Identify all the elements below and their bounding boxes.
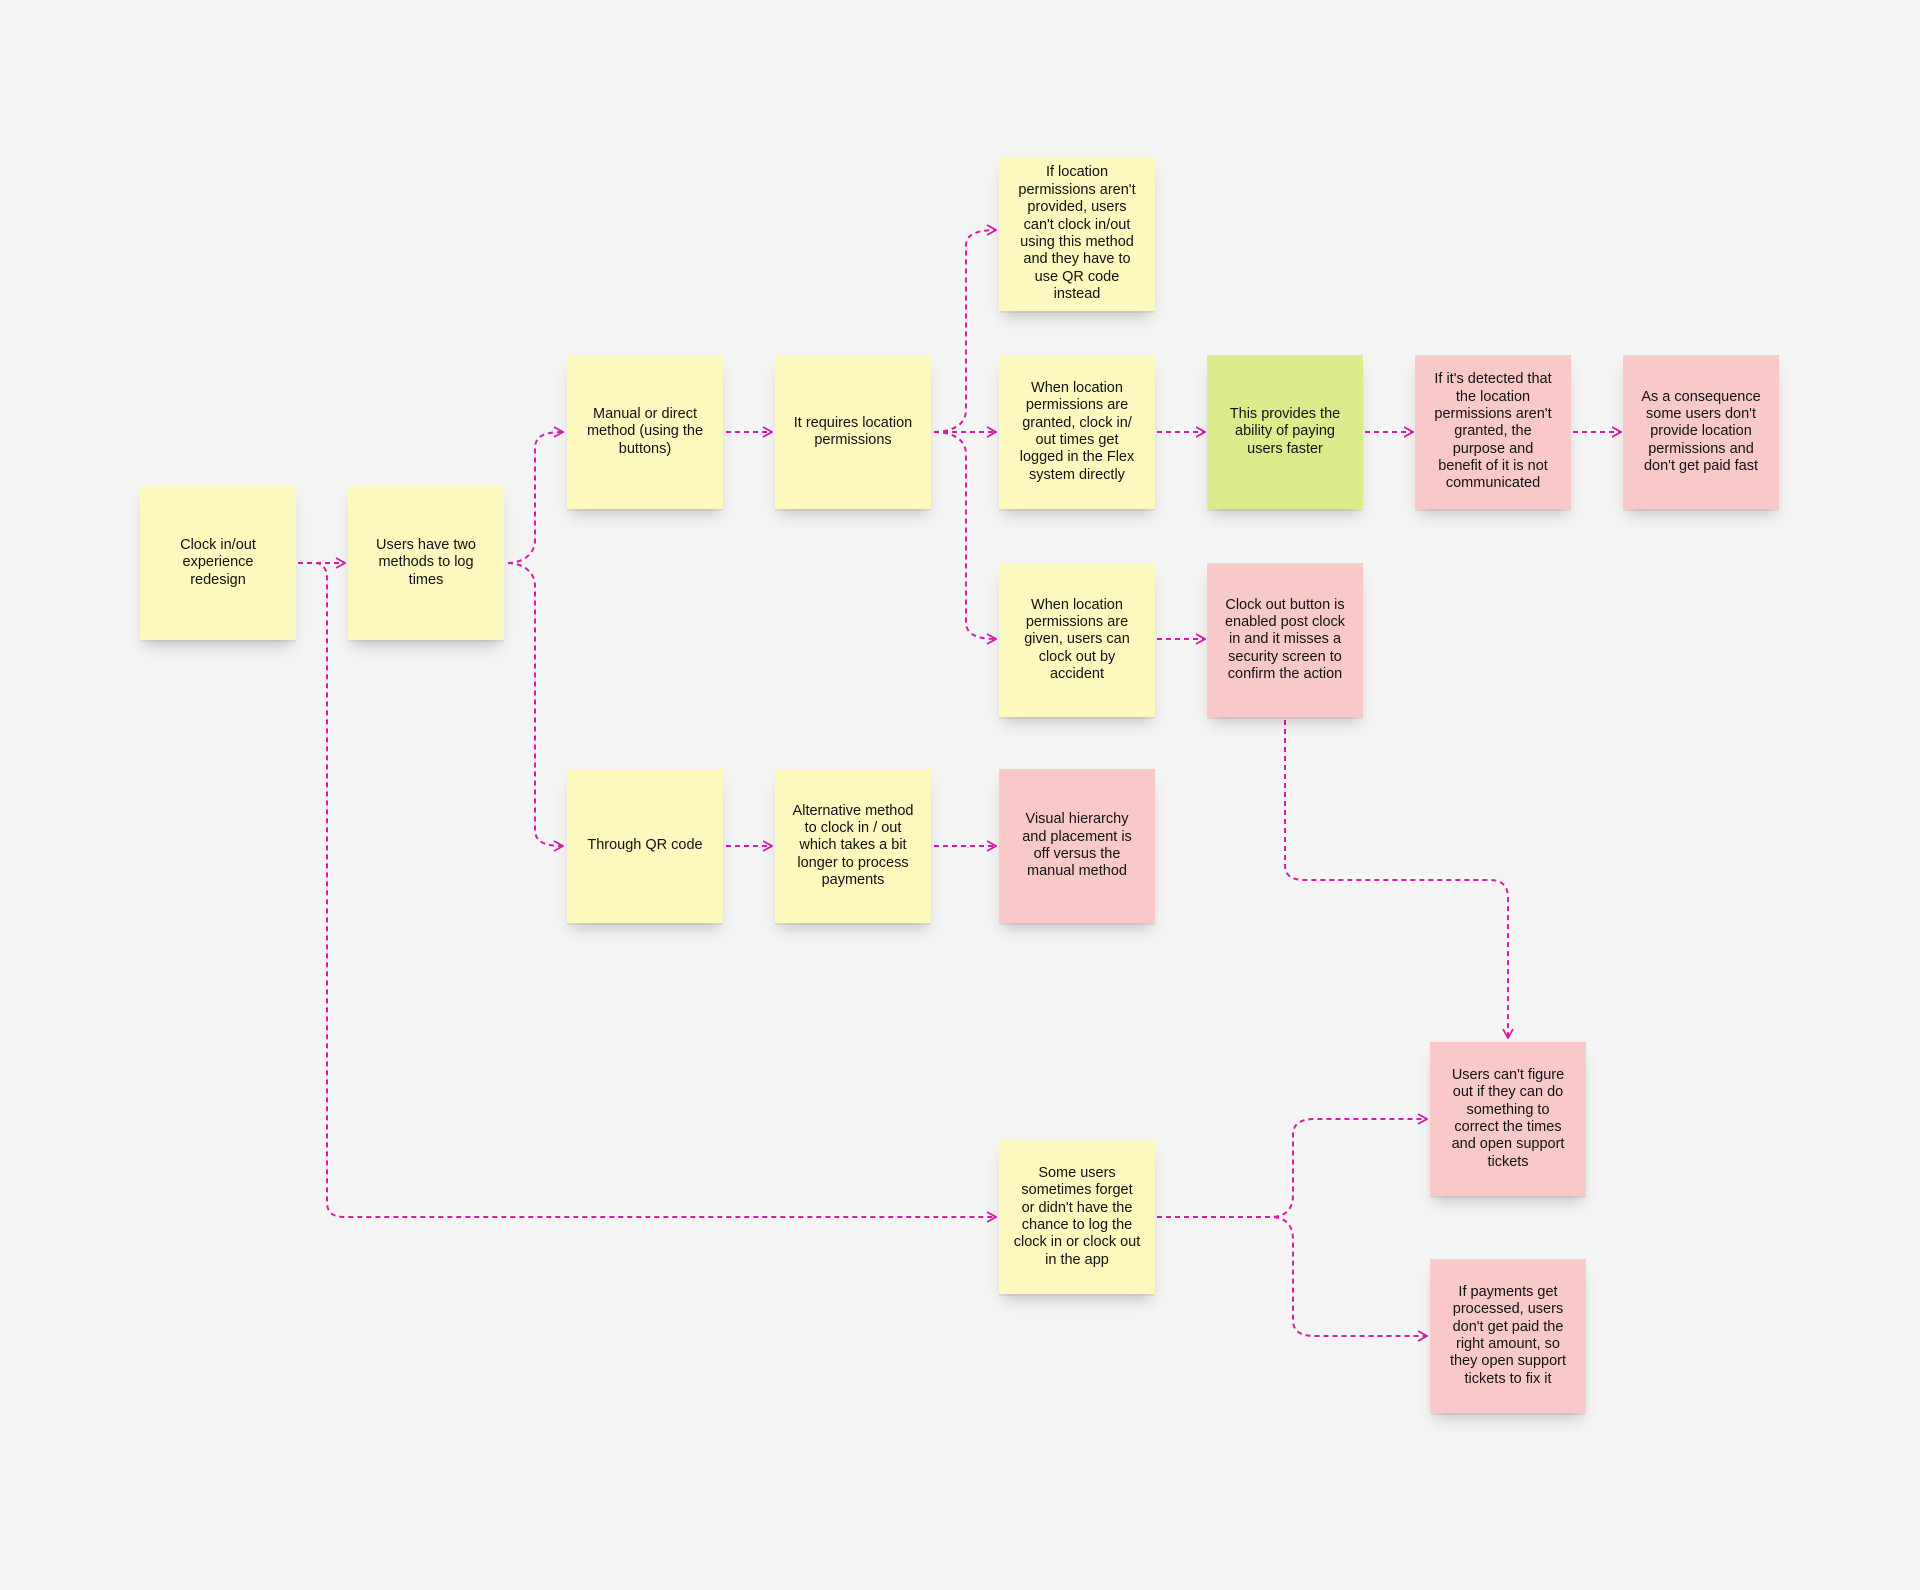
connector-requires-to-accident (933, 431, 996, 639)
note-text: As a consequence some users don't provid… (1641, 388, 1761, 475)
note-text: Manual or direct method (using the butto… (586, 405, 704, 457)
note-text: Users can't figure out if they can do so… (1451, 1066, 1565, 1170)
note-missing-security-screen[interactable]: Clock out button is enabled post clock i… (1207, 563, 1363, 717)
note-qr-alternative[interactable]: Alternative method to clock in / out whi… (775, 769, 931, 923)
note-text: Some users sometimes forget or didn't ha… (1013, 1164, 1141, 1268)
note-text: Clock out button is enabled post clock i… (1224, 596, 1346, 683)
note-text: If payments get processed, users don't g… (1449, 1283, 1567, 1387)
note-visual-hierarchy[interactable]: Visual hierarchy and placement is off ve… (999, 769, 1155, 923)
note-cant-correct-times[interactable]: Users can't figure out if they can do so… (1430, 1042, 1586, 1196)
note-text: Alternative method to clock in / out whi… (792, 802, 914, 889)
note-text: It requires location permissions (793, 414, 913, 448)
connector-two-methods-to-qr (507, 562, 563, 846)
note-granted-logged[interactable]: When location permissions are granted, c… (999, 355, 1155, 509)
note-requires-location[interactable]: It requires location permissions (775, 355, 931, 509)
note-text: When location permissions are granted, c… (1019, 379, 1135, 483)
connector-redesign-to-forget (298, 562, 996, 1217)
note-text: If location permissions aren't provided,… (1018, 164, 1136, 303)
note-text: Through QR code (587, 837, 703, 854)
note-clock-out-accident[interactable]: When location permissions are given, use… (999, 563, 1155, 717)
note-wrong-amount[interactable]: If payments get processed, users don't g… (1430, 1259, 1586, 1413)
note-text: When location permissions are given, use… (1024, 596, 1130, 683)
note-text: If it's detected that the location permi… (1434, 371, 1552, 492)
note-manual-method[interactable]: Manual or direct method (using the butto… (567, 355, 723, 509)
connector-forget-to-cant-correct (1157, 1119, 1427, 1218)
note-purpose-not-communicated[interactable]: If it's detected that the location permi… (1415, 355, 1571, 509)
note-two-methods[interactable]: Users have two methods to log times (348, 486, 504, 640)
note-paying-faster[interactable]: This provides the ability of paying user… (1207, 355, 1363, 509)
note-no-location-qr[interactable]: If location permissions aren't provided,… (999, 157, 1155, 311)
note-consequence-not-paid[interactable]: As a consequence some users don't provid… (1623, 355, 1779, 509)
note-text: Visual hierarchy and placement is off ve… (1022, 811, 1132, 880)
note-text: This provides the ability of paying user… (1229, 405, 1341, 457)
connector-security-to-cant-correct (1284, 720, 1508, 1038)
connector-two-methods-to-manual (507, 432, 563, 564)
connector-requires-to-no-location (933, 230, 996, 433)
note-clock-redesign[interactable]: Clock in/out experience redesign (140, 486, 296, 640)
note-qr-code[interactable]: Through QR code (567, 769, 723, 923)
connector-forget-to-wrong-amount (1157, 1216, 1427, 1336)
note-text: Clock in/out experience redesign (180, 536, 256, 588)
note-text: Users have two methods to log times (376, 536, 476, 588)
note-forget-to-log[interactable]: Some users sometimes forget or didn't ha… (999, 1140, 1155, 1294)
